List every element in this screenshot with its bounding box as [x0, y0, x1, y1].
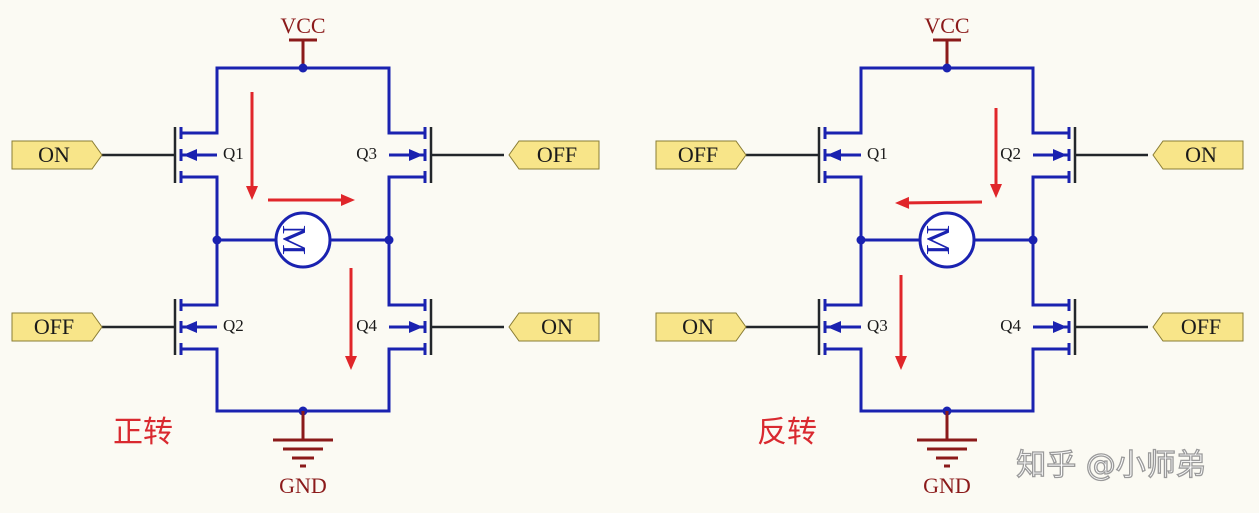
port-label: ON — [541, 314, 573, 339]
watermark: 知乎 @小师弟 — [1016, 448, 1206, 483]
port-tag — [655, 312, 747, 342]
port-label: OFF — [537, 142, 577, 167]
motor-label: M — [919, 225, 956, 255]
caption: 反转 — [757, 415, 817, 450]
port-label: OFF — [1181, 314, 1221, 339]
fet-label-tr: Q2 — [1000, 144, 1021, 163]
port-tag — [11, 312, 103, 342]
port-tag — [655, 140, 747, 170]
bottom-rail — [859, 347, 1035, 413]
port-label: ON — [1185, 142, 1217, 167]
gnd-label: GND — [279, 473, 327, 498]
fet-label-tl: Q1 — [867, 144, 888, 163]
port-br: ON — [508, 312, 600, 342]
vcc-label: VCC — [924, 13, 969, 38]
port-label: ON — [38, 142, 70, 167]
fet-label-bl: Q2 — [223, 316, 244, 335]
current-arrow — [895, 196, 983, 209]
current-arrow — [895, 275, 907, 370]
port-tag — [11, 140, 103, 170]
mosfet-bottom-right — [1031, 297, 1150, 357]
motor-label: M — [275, 225, 312, 255]
port-label: ON — [682, 314, 714, 339]
fet-label-bl: Q3 — [867, 316, 888, 335]
mosfet-top-right — [1031, 125, 1150, 185]
mosfet-bottom-left — [744, 297, 863, 357]
junction-dot — [1028, 235, 1038, 245]
port-tag — [508, 140, 600, 170]
bottom-rail — [215, 347, 391, 413]
junction-dot — [856, 235, 866, 245]
port-bl: OFF — [11, 312, 103, 342]
gnd-label: GND — [923, 473, 971, 498]
port-br: OFF — [1152, 312, 1244, 342]
port-label: OFF — [678, 142, 718, 167]
mosfet-top-right — [387, 125, 506, 185]
mosfet-top-left — [100, 125, 219, 185]
junction-dot — [942, 63, 952, 73]
fet-label-br: Q4 — [1000, 316, 1021, 335]
port-tl: OFF — [655, 140, 747, 170]
fet-label-br: Q4 — [356, 316, 377, 335]
mosfet-bottom-left — [100, 297, 219, 357]
current-arrow — [345, 268, 357, 370]
motor-circle — [274, 211, 332, 269]
fet-label-tr: Q3 — [356, 144, 377, 163]
mosfet-bottom-right — [387, 297, 506, 357]
fet-label-tl: Q1 — [223, 144, 244, 163]
port-tr: ON — [1152, 140, 1244, 170]
port-tl: ON — [11, 140, 103, 170]
current-arrow — [246, 92, 258, 200]
junction-dot — [298, 63, 308, 73]
port-tr: OFF — [508, 140, 600, 170]
top-rail — [215, 66, 391, 135]
motor-circle — [918, 211, 976, 269]
junction-dot — [384, 235, 394, 245]
port-label: OFF — [34, 314, 74, 339]
current-arrow — [268, 194, 355, 206]
top-rail — [859, 66, 1035, 135]
port-tag — [1152, 140, 1244, 170]
port-bl: ON — [655, 312, 747, 342]
current-arrow — [990, 108, 1002, 198]
vcc-label: VCC — [280, 13, 325, 38]
caption: 正转 — [113, 415, 173, 450]
junction-dot — [212, 235, 222, 245]
port-tag — [508, 312, 600, 342]
port-tag — [1152, 312, 1244, 342]
mosfet-top-left — [744, 125, 863, 185]
